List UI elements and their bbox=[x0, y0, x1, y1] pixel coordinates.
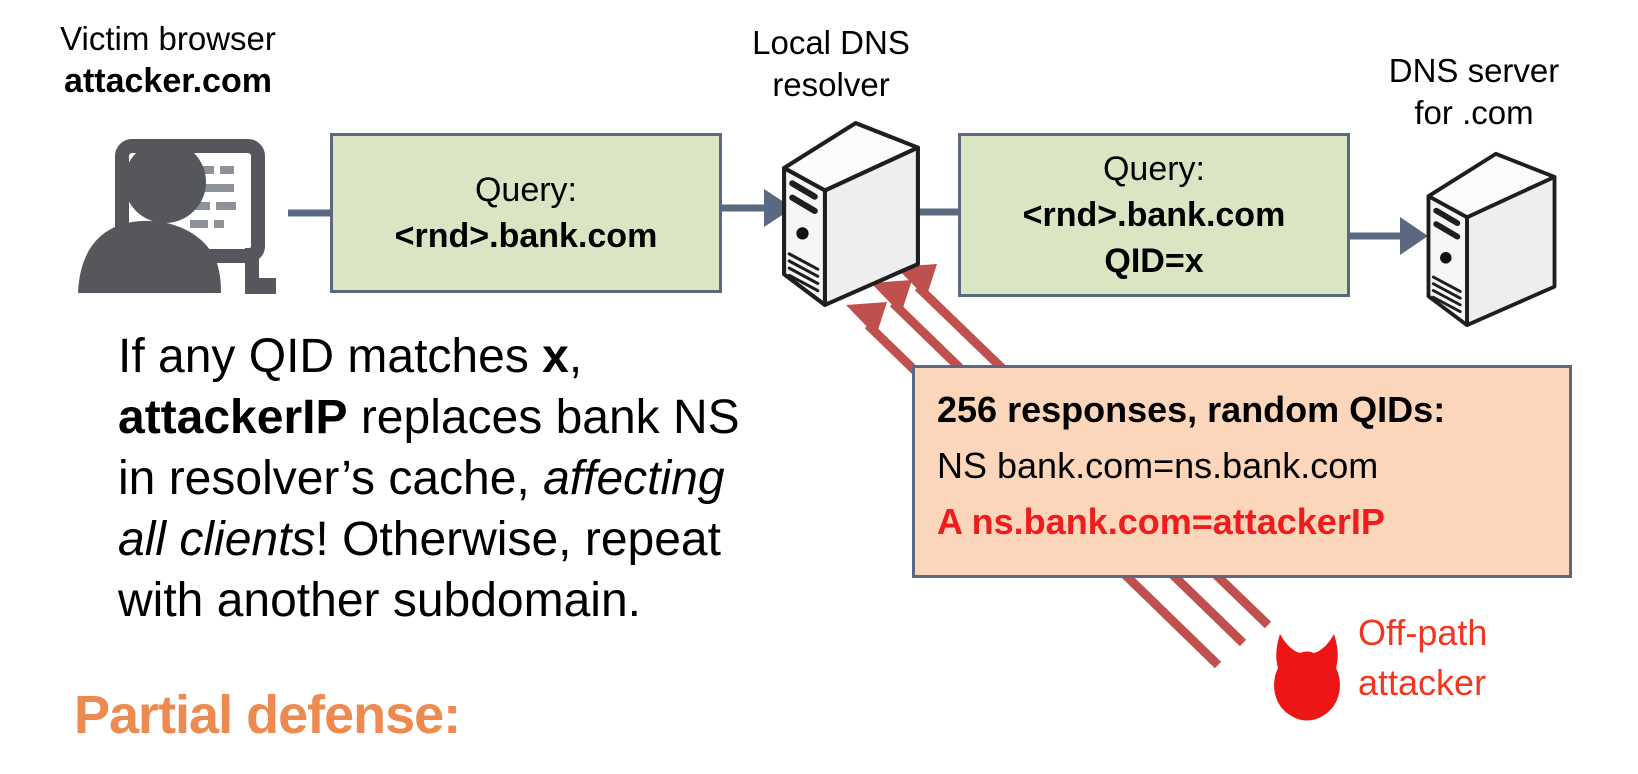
attack-a-record: A ns.bank.com=attackerIP bbox=[937, 501, 1385, 542]
devil-icon bbox=[1274, 634, 1340, 721]
query1-value: <rnd>.bank.com bbox=[394, 217, 658, 255]
query-box-victim: Query: <rnd>.bank.com bbox=[330, 133, 722, 293]
person-at-laptop-icon bbox=[78, 139, 276, 294]
explanation-text: If any QID matches x,attackerIP replaces… bbox=[118, 330, 740, 627]
partial-defense-heading: Partial defense: bbox=[74, 685, 461, 745]
com-server-label: DNS server for .com bbox=[1326, 50, 1622, 134]
query2-value: <rnd>.bank.com bbox=[1022, 196, 1286, 234]
resolver-subtitle: resolver bbox=[772, 66, 890, 103]
com-server-subtitle: for .com bbox=[1414, 94, 1534, 131]
resolver-server-tower-icon bbox=[782, 119, 920, 308]
query2-qid: QID=x bbox=[1104, 242, 1204, 280]
resolver-title: Local DNS bbox=[752, 24, 910, 61]
victim-domain: attacker.com bbox=[64, 62, 272, 100]
attacker-title: Off-path bbox=[1358, 612, 1488, 653]
victim-label: Victim browser attacker.com bbox=[16, 18, 320, 102]
com-server-title: DNS server bbox=[1388, 52, 1560, 89]
attack-responses-box: 256 responses, random QIDs: NS bank.com=… bbox=[912, 365, 1572, 578]
com-server-tower-icon bbox=[1424, 150, 1559, 328]
query2-title: Query: bbox=[1102, 150, 1206, 188]
off-path-attacker-label: Off-path attacker bbox=[1358, 608, 1588, 708]
query-to-resolver-arrow bbox=[720, 189, 793, 227]
attacker-subtitle: attacker bbox=[1358, 662, 1487, 703]
query1-title: Query: bbox=[474, 171, 578, 209]
resolver-label: Local DNS resolver bbox=[706, 22, 956, 106]
attack-heading: 256 responses, random QIDs: bbox=[937, 389, 1446, 430]
query-box-resolver: Query: <rnd>.bank.com QID=x bbox=[958, 133, 1350, 297]
query2-to-com-server-arrow bbox=[1348, 217, 1428, 255]
victim-title: Victim browser bbox=[60, 20, 276, 57]
attack-ns-record: NS bank.com=ns.bank.com bbox=[937, 445, 1379, 486]
